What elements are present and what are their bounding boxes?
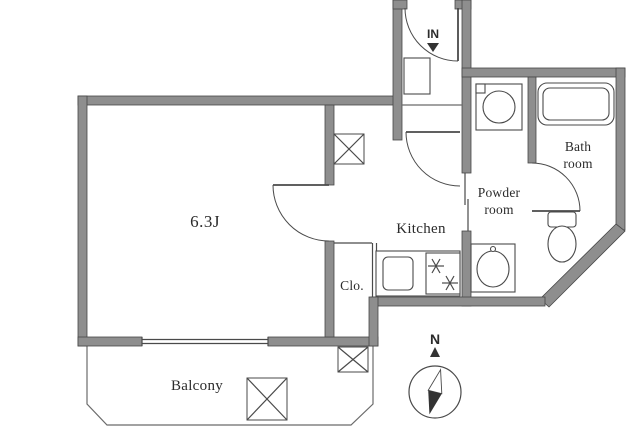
balcony-hatch-box [246, 377, 288, 421]
stove-burner [428, 258, 444, 274]
toilet [547, 211, 577, 263]
basin-bowl [476, 250, 510, 288]
basin-faucet [489, 245, 497, 253]
washbasin [470, 243, 516, 293]
compass-circle [408, 365, 462, 419]
kitchen-door [405, 131, 461, 187]
drain-corner [475, 83, 486, 94]
shoe-cabinet [403, 57, 431, 95]
powder-sliding-door [464, 173, 469, 231]
walls [77, 0, 626, 347]
wall-bottom-kitchen [370, 296, 546, 307]
hatch-line [337, 346, 369, 373]
wall-powder-west-upper [461, 0, 472, 174]
pipe-shaft-bottom [337, 346, 369, 373]
entrance-door [404, 7, 459, 62]
entrance-direction-icon [427, 43, 439, 52]
toilet-tank [547, 211, 577, 228]
compass [408, 347, 462, 419]
stove-burner [442, 275, 458, 291]
wall-room-divider-upper [324, 104, 335, 186]
label-bath-room-1: Bath [565, 139, 591, 154]
label-main-room: 6.3J [190, 212, 220, 231]
washing-machine-pan [475, 83, 523, 131]
needle-south [428, 390, 442, 415]
compass-needle [427, 368, 443, 415]
bath-door [531, 162, 581, 212]
bathtub [537, 82, 615, 126]
toilet-bowl [547, 225, 577, 263]
drum-circle [482, 90, 516, 124]
wall-kitchen-balcony [368, 296, 379, 347]
wall-top-main [77, 95, 395, 106]
needle-north [427, 368, 443, 395]
bath-door-arc [531, 162, 581, 212]
bathtub-inner [542, 87, 610, 121]
sliding-window [141, 337, 269, 346]
wall-powder-west-lower [461, 230, 472, 307]
room-door-arc [272, 184, 330, 242]
pipe-shaft-top [333, 133, 365, 165]
wall-bottom-right [267, 336, 379, 347]
wall-entry-top-left-stub [392, 0, 408, 10]
kitchen-sink [382, 256, 414, 291]
label-entrance: IN [427, 27, 439, 41]
kitchen-door-arc [405, 131, 461, 187]
burner-line [431, 258, 441, 274]
label-balcony: Balcony [171, 378, 223, 394]
kitchen-counter [375, 250, 461, 297]
balcony-outline [86, 346, 374, 426]
wall-entry-left [392, 0, 403, 141]
room-door [272, 184, 330, 242]
burner-line [445, 275, 455, 291]
wall-bath-west [527, 76, 537, 164]
label-kitchen: Kitchen [396, 221, 446, 237]
wall-bath-top [461, 67, 626, 78]
wall-room-divider-lower [324, 240, 335, 338]
wall-right [615, 67, 626, 231]
label-bath-room-2: room [563, 156, 593, 171]
label-closet: Clo. [340, 278, 364, 293]
hatch-line [333, 133, 365, 165]
label-compass-north: N [430, 331, 440, 347]
gas-stove [425, 252, 461, 295]
north-arrowhead [430, 347, 440, 357]
wall-bottom-left [77, 336, 143, 347]
wall-left [77, 95, 88, 347]
label-powder-room-1: Powder [478, 185, 521, 200]
hatch-line [246, 377, 288, 421]
entrance-door-arc [404, 7, 459, 62]
label-powder-room-2: room [484, 202, 514, 217]
wall-diagonal [539, 223, 626, 308]
